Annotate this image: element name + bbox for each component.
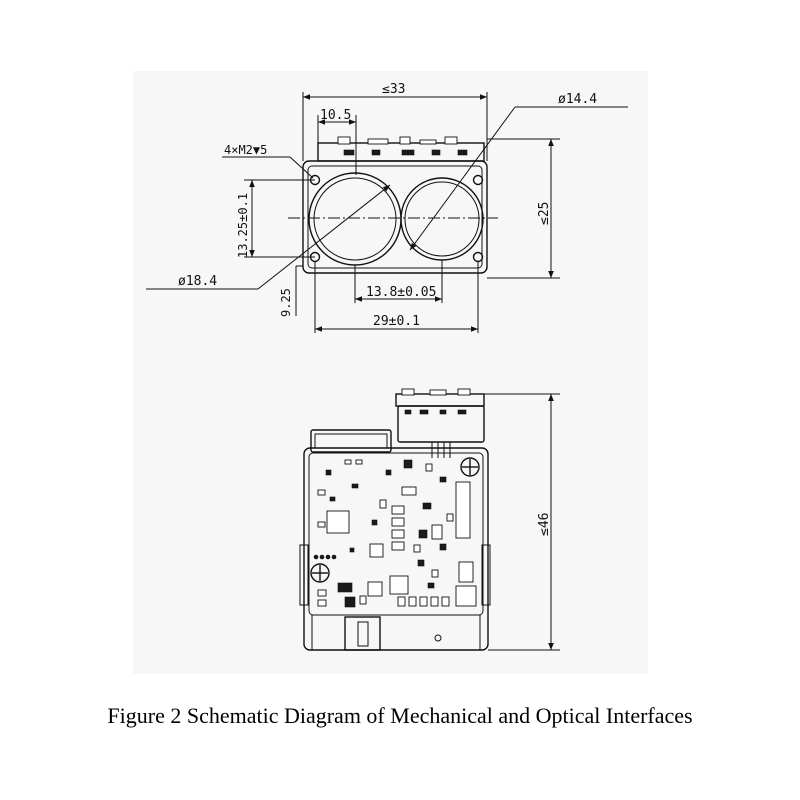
top-connector-body: [397, 405, 485, 443]
dim-lens-spacing: 13.8±0.05: [366, 285, 436, 300]
screw-mark: [460, 457, 480, 477]
front-housing: [302, 160, 488, 274]
side-connector: [310, 429, 392, 453]
dim-vertical-offset: 9.25: [279, 288, 293, 317]
fpc-connector: [455, 481, 471, 539]
top-connector-pcb: [395, 393, 485, 407]
dim-hole-spacing: 29±0.1: [373, 314, 420, 329]
dim-height: ≤25: [537, 202, 552, 225]
mount-hole: [472, 251, 484, 263]
drawing-panel: [133, 71, 648, 674]
figure-caption: Figure 2 Schematic Diagram of Mechanical…: [107, 703, 693, 728]
dim-lens-left: ø18.4: [178, 274, 217, 289]
mount-hole: [472, 174, 484, 186]
bottom-connector: [344, 616, 381, 651]
dim-mount-holes: 4×M2▼5: [224, 143, 267, 157]
right-lens: [400, 177, 484, 261]
front-pcb-comp: [337, 136, 351, 145]
screw-mark: [310, 563, 330, 583]
side-view: ≤46: [299, 388, 560, 651]
front-view: ≤33 10.5 4×M2▼5 ø14.4 ≤25 13.25±0.1 ø18.…: [146, 82, 628, 333]
dim-hole-offset: 10.5: [320, 108, 351, 123]
dim-side-height: ≤46: [537, 513, 552, 536]
dim-hole-vertical: 13.25±0.1: [236, 193, 250, 258]
ic-chip: [326, 510, 350, 534]
dim-overall-width: ≤33: [382, 82, 405, 97]
dim-lens-right: ø14.4: [558, 92, 597, 107]
